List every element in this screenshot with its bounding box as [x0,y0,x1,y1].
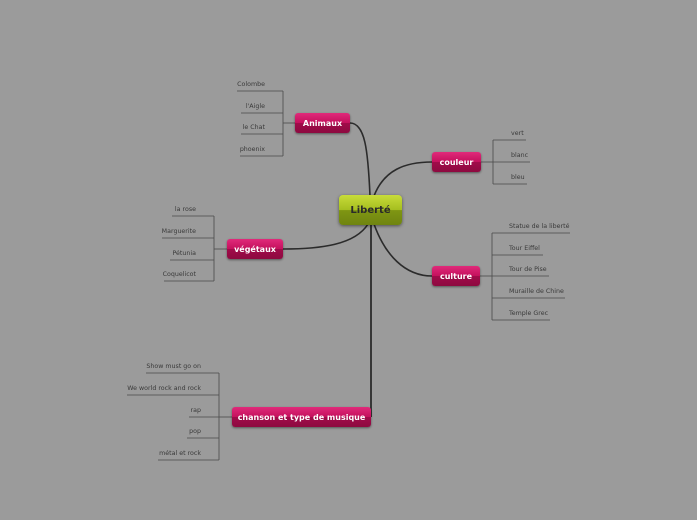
leaf-vegetaux-4[interactable]: Coquelicot [162,271,196,278]
branch-couleur[interactable]: couleur [432,152,481,172]
leaf-musique-2[interactable]: We world rock and rock [127,385,201,392]
leaf-vegetaux-3[interactable]: Pétunia [172,250,196,257]
leaf-lines-animaux [237,90,295,157]
branch-animaux-label: Animaux [302,118,343,128]
connector-vegetaux [282,223,369,250]
leaf-lines-couleur [481,139,530,185]
leaf-culture-2[interactable]: Tour Eiffel [509,245,540,252]
central-topic-label: Liberté [350,204,391,216]
leaf-animaux-3[interactable]: le Chat [242,124,265,131]
branch-musique[interactable]: chanson et type de musique [232,407,371,427]
leaf-musique-3[interactable]: rap [190,407,201,414]
leaf-animaux-1[interactable]: Colombe [237,81,265,88]
connector-animaux [349,122,371,197]
leaf-vegetaux-1[interactable]: la rose [174,206,196,213]
leaf-musique-1[interactable]: Show must go on [146,363,201,370]
branch-culture[interactable]: culture [432,266,480,286]
branch-animaux[interactable]: Animaux [295,113,350,133]
leaf-couleur-3[interactable]: bleu [511,174,525,181]
leaf-couleur-1[interactable]: vert [511,130,524,137]
branch-culture-label: culture [439,271,473,281]
leaf-culture-1[interactable]: Statue de la liberté [509,223,570,230]
connector-couleur [373,161,433,197]
central-topic[interactable]: Liberté [339,195,402,225]
branch-musique-label: chanson et type de musique [237,412,366,422]
leaf-musique-5[interactable]: métal et rock [159,450,201,457]
leaf-couleur-2[interactable]: blanc [511,152,529,159]
leaf-lines-musique [127,372,232,461]
connector-culture [373,223,433,277]
leaf-musique-4[interactable]: pop [189,428,201,435]
branch-vegetaux[interactable]: végétaux [227,239,283,259]
branch-vegetaux-label: végétaux [234,244,276,254]
leaf-lines-vegetaux [162,215,227,282]
leaf-animaux-2[interactable]: l'Aigle [245,103,265,110]
leaf-animaux-4[interactable]: phoenix [239,146,265,153]
leaf-culture-3[interactable]: Tour de Pise [509,266,547,273]
leaf-lines-culture [480,232,570,321]
branch-couleur-label: couleur [439,157,474,167]
leaf-culture-5[interactable]: Temple Grec [509,310,549,317]
leaf-vegetaux-2[interactable]: Marguerite [161,228,196,235]
leaf-culture-4[interactable]: Muraille de Chine [509,288,564,295]
